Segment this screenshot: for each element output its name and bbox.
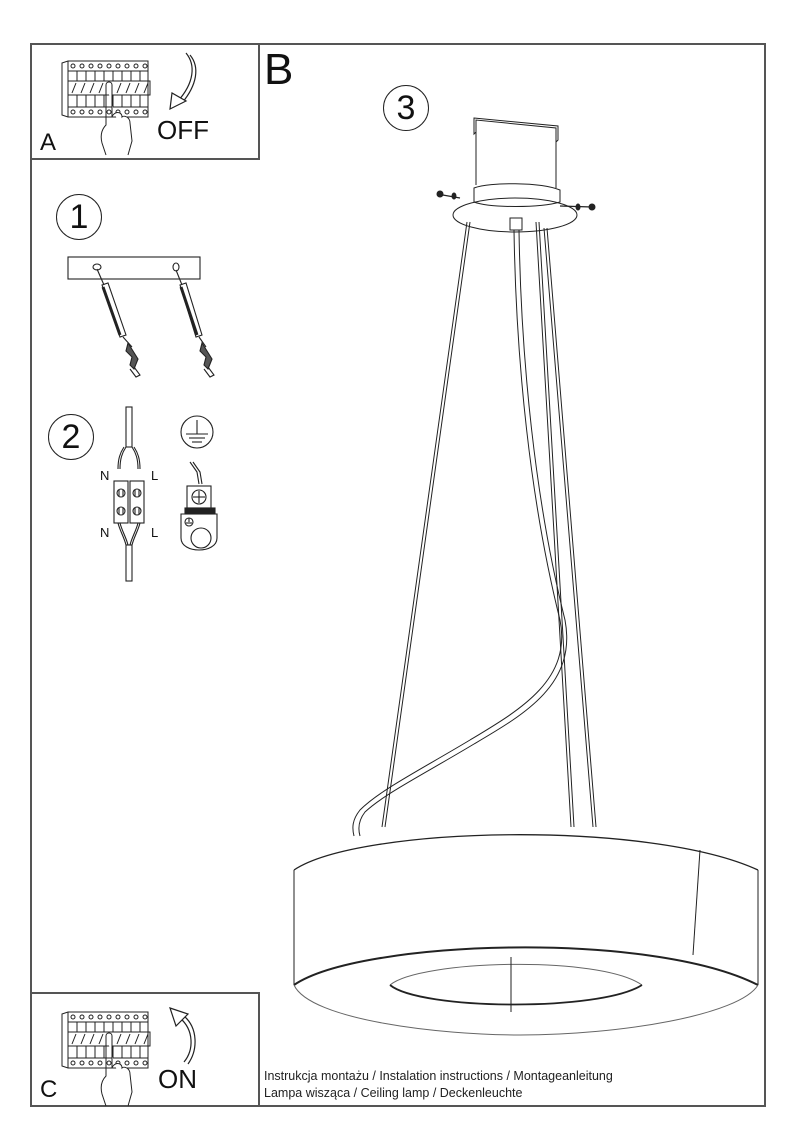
step-3-number: 3 <box>396 89 416 127</box>
ground-connector-icon <box>180 415 218 551</box>
document-caption: Instrukcja montażu / Instalation instruc… <box>264 1068 613 1102</box>
terminal-label-l-top: L <box>151 468 159 483</box>
step-2-marker: 2 <box>48 414 94 460</box>
circuit-breaker-on-icon <box>61 1011 151 1107</box>
step-1-marker: 1 <box>56 194 102 240</box>
terminal-label-n-bottom: N <box>100 525 110 540</box>
step-1-number: 1 <box>69 198 89 236</box>
step-3-marker: 3 <box>383 85 429 131</box>
caption-line-instructions: Instrukcja montażu / Instalation instruc… <box>264 1069 613 1083</box>
turn-off-arrow-icon <box>169 52 197 111</box>
step-2-number: 2 <box>61 418 81 456</box>
mounting-bracket-icon <box>67 256 215 378</box>
on-label: ON <box>158 1064 197 1094</box>
off-label: OFF <box>157 115 209 145</box>
panel-a-power-off: A OFF <box>30 43 260 160</box>
caption-line-product: Lampa wisząca / Ceiling lamp / Deckenleu… <box>264 1086 523 1100</box>
page-frame <box>30 43 766 1107</box>
circuit-breaker-off-icon <box>61 60 151 156</box>
panel-c-letter: C <box>40 1076 58 1103</box>
panel-c-power-on: C ON <box>30 992 260 1107</box>
panel-a-letter: A <box>40 129 57 156</box>
terminal-label-n-top: N <box>100 468 110 483</box>
wiring-terminal-icon <box>113 406 145 582</box>
panel-b-letter: B <box>264 45 294 94</box>
terminal-label-l-bottom: L <box>151 525 159 540</box>
turn-on-arrow-icon <box>169 1007 196 1065</box>
